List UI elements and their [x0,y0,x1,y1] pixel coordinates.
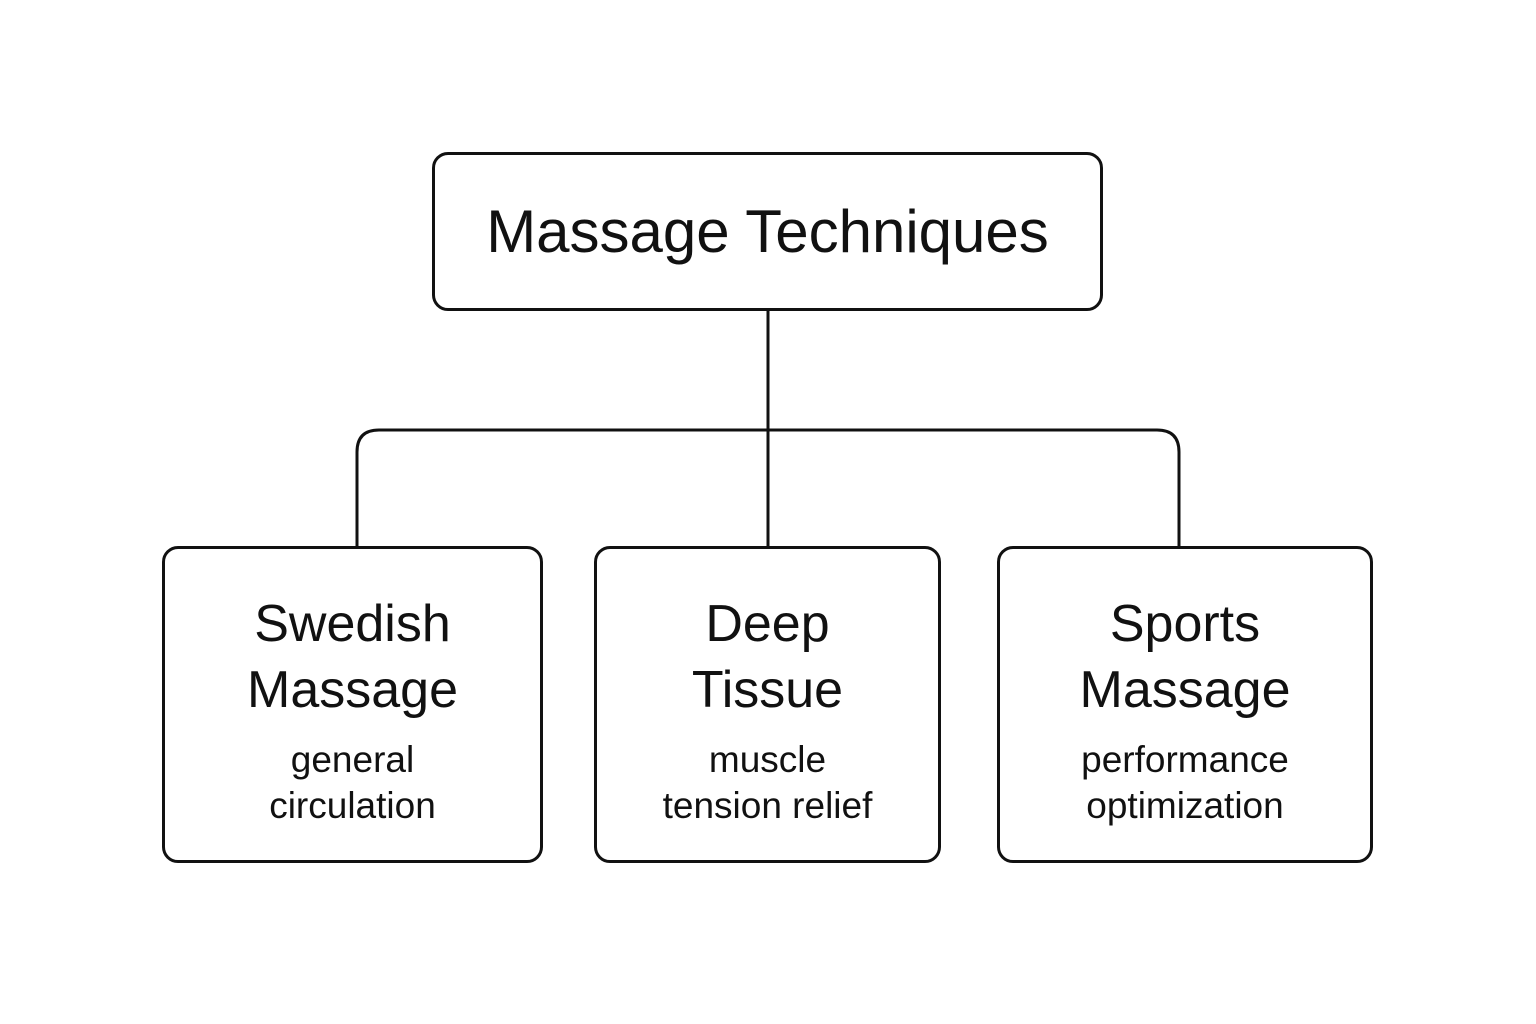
child-title: Deep Tissue [691,595,844,719]
child-title: Sports Massage [1079,595,1291,719]
child-node-sports-massage: Sports Massage performance optimization [997,546,1373,863]
root-title: Massage Techniques [486,197,1049,265]
child-node-swedish-massage: Swedish Massage general circulation [162,546,543,863]
child-description: performance optimization [1081,739,1289,826]
child-description: muscle tension relief [662,739,873,826]
root-node: Massage Techniques [432,152,1103,311]
child-node-deep-tissue: Deep Tissue muscle tension relief [594,546,941,863]
child-title: Swedish Massage [247,595,458,719]
child-description: general circulation [269,739,436,826]
